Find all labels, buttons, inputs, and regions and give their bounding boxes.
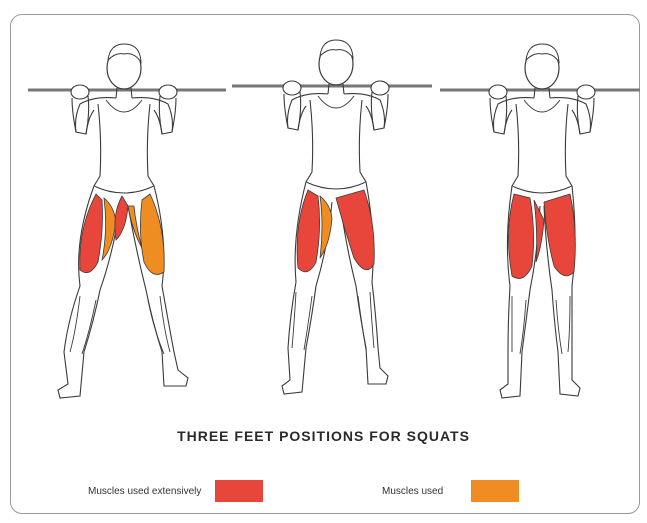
- legend-item-used: Muscles used: [382, 480, 519, 502]
- figure-caption: THREE FEET POSITIONS FOR SQUATS: [0, 428, 647, 444]
- figure-narrow-stance: [489, 44, 595, 398]
- figure-medium-stance: [282, 40, 389, 394]
- legend-item-extensive: Muscles used extensively: [88, 480, 263, 502]
- figure-wide-stance: [58, 44, 188, 398]
- legend-label-extensive: Muscles used extensively: [88, 486, 201, 497]
- legend-swatch-red: [215, 480, 263, 502]
- legend-label-used: Muscles used: [382, 486, 443, 497]
- legend-swatch-orange: [471, 480, 519, 502]
